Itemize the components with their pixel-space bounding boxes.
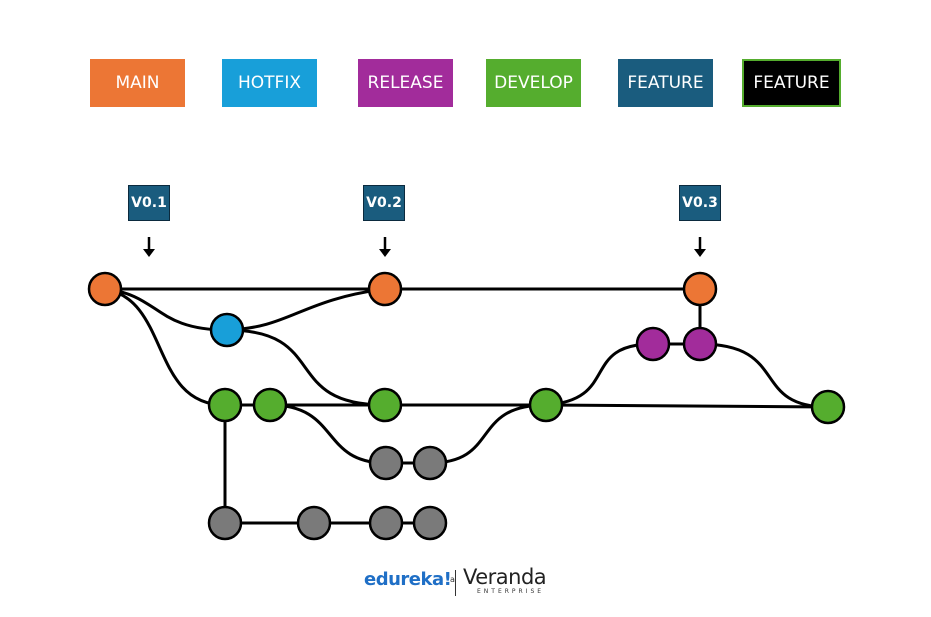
edge-main-develop	[103, 287, 227, 407]
version-tag-label: V0.2	[366, 195, 402, 211]
commit-develop-5	[810, 389, 846, 425]
legend-develop: DEVELOP	[486, 59, 581, 107]
legend-hotfix: HOTFIX	[222, 59, 317, 107]
version-tag-label: V0.1	[131, 195, 167, 211]
legend-main: MAIN	[90, 59, 185, 107]
legend-label: FEATURE	[627, 73, 704, 93]
commit-develop-3	[367, 387, 403, 423]
commit-release-2	[682, 326, 718, 362]
edge-develop-release	[544, 342, 655, 407]
arrowhead-v02	[379, 249, 391, 257]
commits	[87, 271, 846, 541]
version-arrows	[143, 237, 706, 257]
commit-feature-3	[207, 505, 243, 541]
commit-feature-5	[368, 505, 404, 541]
commit-feature-6	[412, 505, 448, 541]
commit-hotfix-1	[209, 312, 245, 348]
legend-feature-dark: FEATURE	[742, 59, 841, 107]
logo-separator	[455, 570, 456, 596]
version-tag-v03: V0.3	[679, 185, 721, 221]
commit-feature-1	[368, 445, 404, 481]
commit-release-1	[635, 326, 671, 362]
commit-main-1	[87, 271, 123, 307]
commit-feature-4	[296, 505, 332, 541]
legend-label: RELEASE	[367, 73, 444, 93]
legend-label: FEATURE	[753, 73, 830, 93]
logo-connector: a	[450, 575, 455, 584]
arrowhead-v03	[694, 249, 706, 257]
edureka-logo-text: edureka!	[364, 569, 452, 590]
veranda-logo-sub: ENTERPRISE	[477, 588, 545, 595]
legend-release: RELEASE	[358, 59, 453, 107]
edge-develop-final	[544, 403, 830, 409]
version-tag-v02: V0.2	[363, 185, 405, 221]
edge-hotfix-main	[225, 287, 387, 332]
edge-release-develop	[698, 342, 830, 409]
commit-develop-2	[252, 387, 288, 423]
legend-label: HOTFIX	[238, 73, 301, 93]
commit-main-3	[682, 271, 718, 307]
commit-develop-1	[207, 387, 243, 423]
edureka-logo: edureka!	[364, 569, 452, 590]
edge-feature-in	[428, 403, 548, 465]
legend-label: MAIN	[115, 73, 160, 93]
version-tag-v01: V0.1	[128, 185, 170, 221]
arrowhead-v01	[143, 249, 155, 257]
legend-feature: FEATURE	[618, 59, 713, 107]
legend-label: DEVELOP	[494, 73, 573, 93]
edge-hotfix-develop	[225, 328, 387, 407]
version-tag-label: V0.3	[682, 195, 718, 211]
commit-main-2	[367, 271, 403, 307]
veranda-logo-text: Veranda	[463, 565, 547, 589]
edge-feature-out	[268, 403, 388, 465]
commit-develop-4	[528, 387, 564, 423]
commit-feature-2	[412, 445, 448, 481]
veranda-logo: Veranda	[463, 565, 547, 589]
